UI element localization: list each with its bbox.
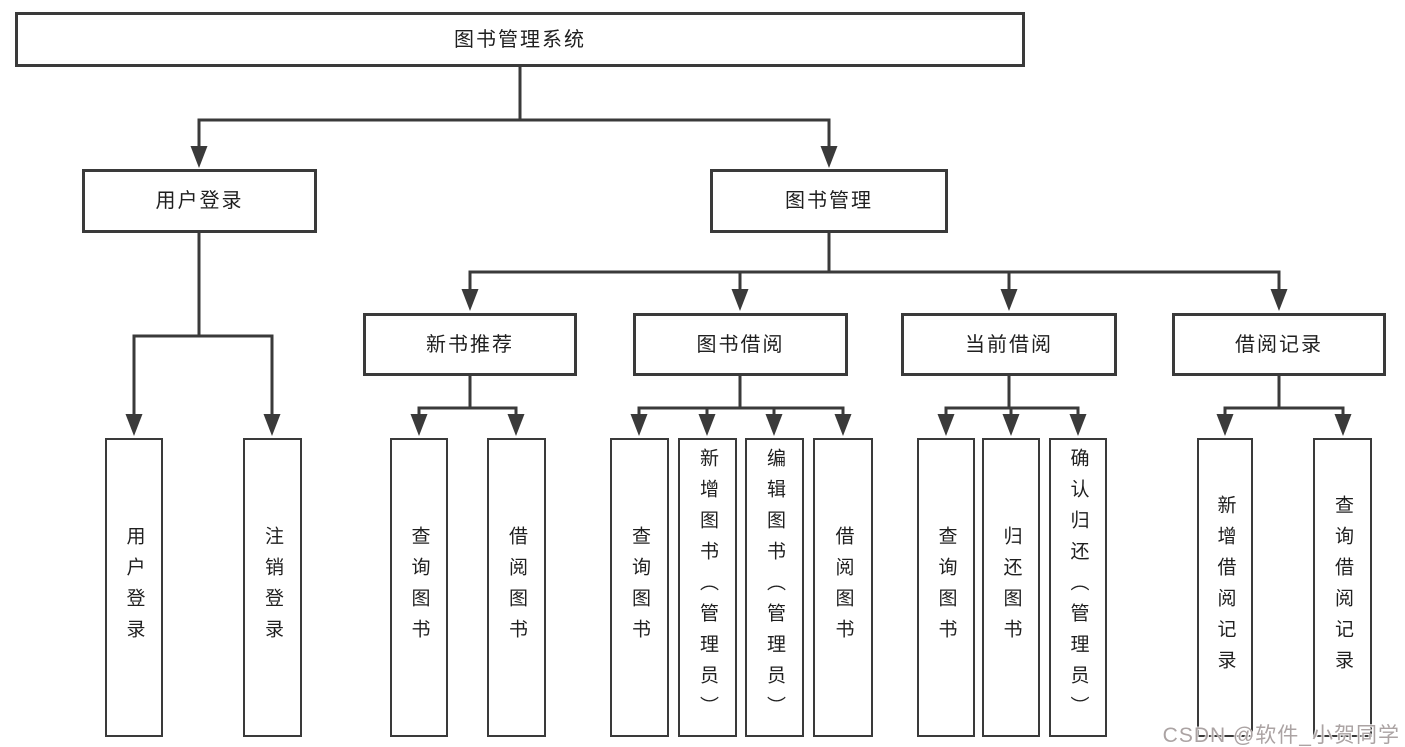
node-user-login-label: 用户登录 bbox=[155, 190, 244, 212]
leaf-query-books-borrow: 查询图书 bbox=[610, 438, 669, 737]
leaf-confirm-return-admin-label: 确认归还（管理员） bbox=[1067, 448, 1089, 727]
node-new-book-recommend: 新书推荐 bbox=[363, 313, 577, 376]
node-root: 图书管理系统 bbox=[15, 12, 1025, 67]
leaf-query-books-recommend-label: 查询图书 bbox=[408, 525, 430, 650]
leaf-add-books-admin: 新增图书（管理员） bbox=[678, 438, 737, 737]
node-book-management: 图书管理 bbox=[710, 169, 948, 233]
node-new-book-recommend-label: 新书推荐 bbox=[426, 333, 514, 356]
leaf-query-books-borrow-label: 查询图书 bbox=[629, 525, 650, 650]
leaf-return-books-label: 归还图书 bbox=[1000, 525, 1022, 650]
leaf-user-login: 用户登录 bbox=[105, 438, 163, 737]
leaf-logout: 注销登录 bbox=[243, 438, 302, 737]
node-borrowing-records-label: 借阅记录 bbox=[1235, 333, 1323, 356]
node-book-borrowing-label: 图书借阅 bbox=[696, 333, 785, 356]
watermark: CSDN @软件_小贺同学 bbox=[1162, 724, 1400, 747]
leaf-user-login-label: 用户登录 bbox=[123, 525, 145, 650]
leaf-query-books-recommend: 查询图书 bbox=[390, 438, 448, 737]
node-book-management-label: 图书管理 bbox=[785, 190, 873, 212]
leaf-add-borrow-record-label: 新增借阅记录 bbox=[1214, 494, 1236, 681]
leaf-query-books-current-label: 查询图书 bbox=[935, 525, 957, 650]
leaf-borrow-books-recommend-label: 借阅图书 bbox=[506, 525, 527, 650]
leaf-query-borrow-record-label: 查询借阅记录 bbox=[1332, 494, 1353, 681]
leaf-return-books: 归还图书 bbox=[982, 438, 1040, 737]
leaf-add-borrow-record: 新增借阅记录 bbox=[1197, 438, 1253, 737]
node-current-borrowing: 当前借阅 bbox=[901, 313, 1117, 376]
node-current-borrowing-label: 当前借阅 bbox=[965, 333, 1053, 356]
leaf-borrow-books-label: 借阅图书 bbox=[832, 525, 854, 650]
node-book-borrowing: 图书借阅 bbox=[633, 313, 848, 376]
leaf-edit-books-admin: 编辑图书（管理员） bbox=[745, 438, 804, 737]
leaf-query-books-current: 查询图书 bbox=[917, 438, 975, 737]
node-borrowing-records: 借阅记录 bbox=[1172, 313, 1386, 376]
leaf-borrow-books: 借阅图书 bbox=[813, 438, 873, 737]
leaf-borrow-books-recommend: 借阅图书 bbox=[487, 438, 546, 737]
node-user-login: 用户登录 bbox=[82, 169, 317, 233]
leaf-confirm-return-admin: 确认归还（管理员） bbox=[1049, 438, 1107, 737]
node-root-label: 图书管理系统 bbox=[454, 28, 586, 51]
leaf-edit-books-admin-label: 编辑图书（管理员） bbox=[764, 448, 785, 727]
leaf-logout-label: 注销登录 bbox=[262, 525, 283, 650]
leaf-query-borrow-record: 查询借阅记录 bbox=[1313, 438, 1372, 737]
leaf-add-books-admin-label: 新增图书（管理员） bbox=[697, 448, 718, 727]
